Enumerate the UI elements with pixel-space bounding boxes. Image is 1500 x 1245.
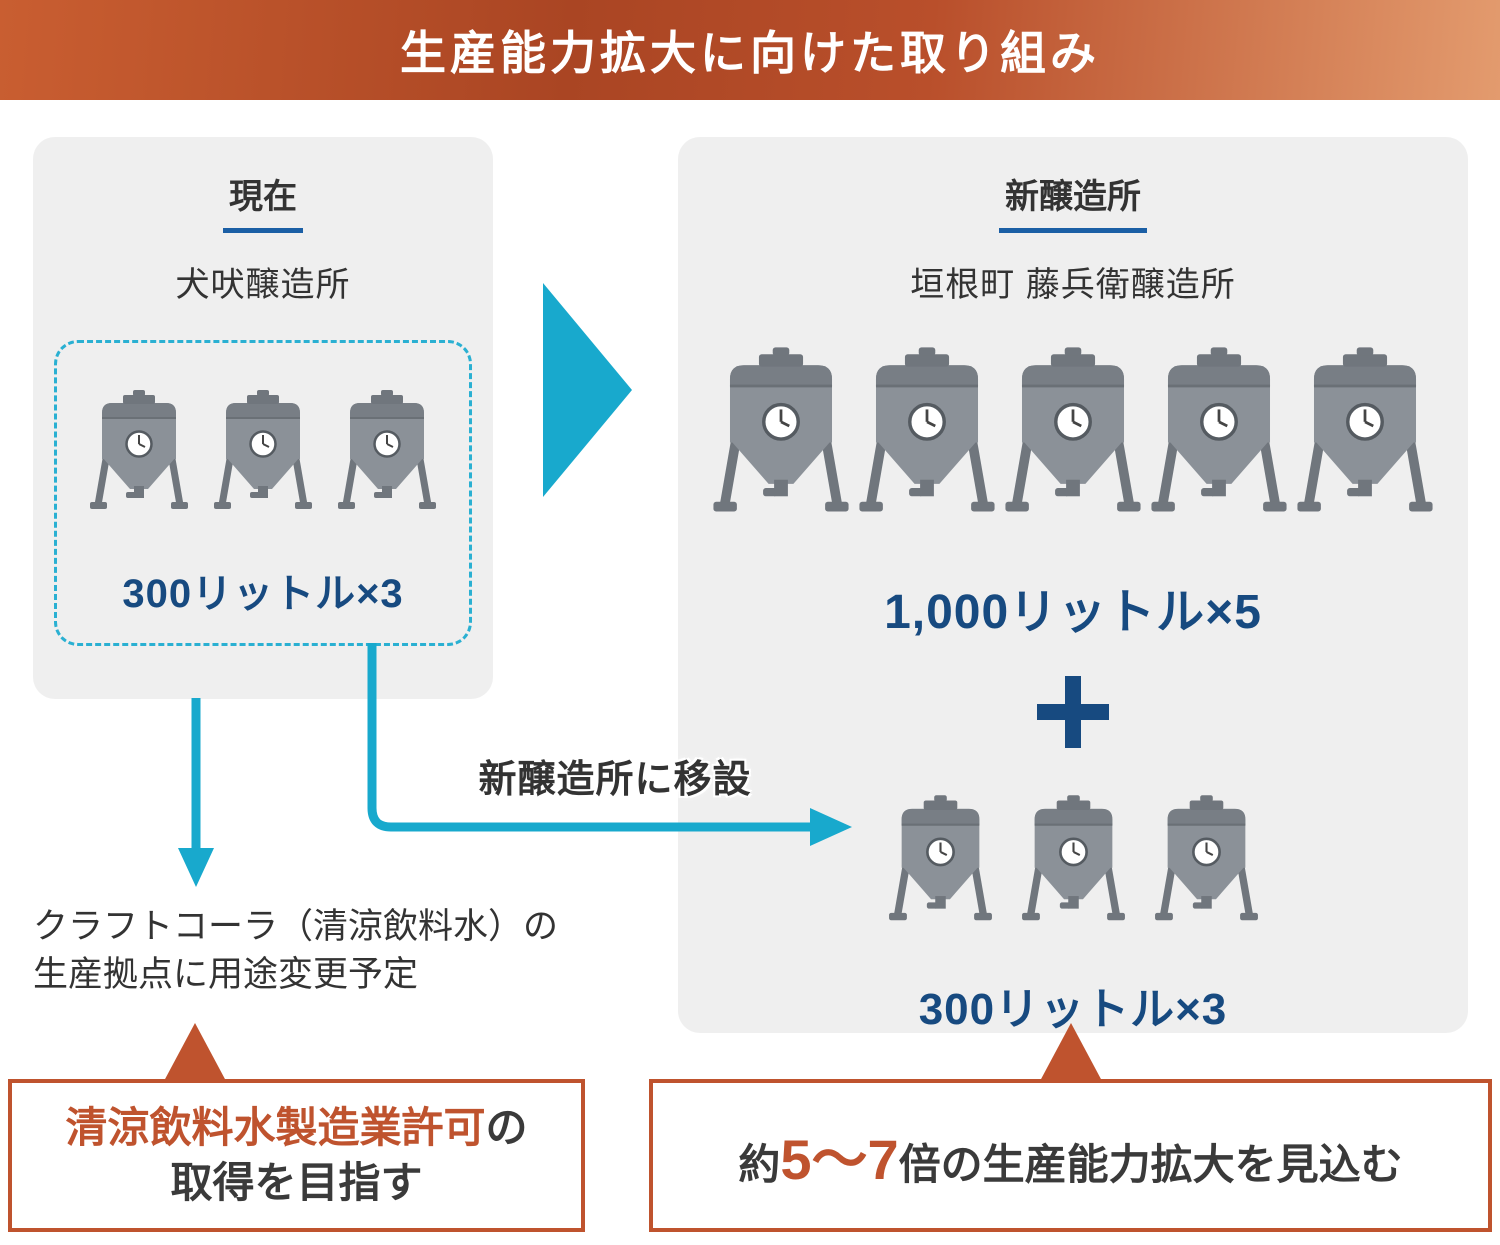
elbow-arrow-right-icon xyxy=(367,643,852,846)
new-large-tank-row xyxy=(678,346,1468,528)
page-title: 生産能力拡大に向けた取り組み xyxy=(400,27,1100,79)
current-label: 現在 xyxy=(223,169,303,233)
license-goal-line1: 清涼飲料水製造業許可の xyxy=(65,1101,527,1156)
fermentation-tank-icon xyxy=(1151,347,1287,512)
repurpose-note: クラフトコーラ（清涼飲料水）の 生産拠点に用途変更予定 xyxy=(33,903,558,1000)
repurpose-note-line1: クラフトコーラ（清涼飲料水）の xyxy=(33,907,559,946)
repurpose-note-line2: 生産拠点に用途変更予定 xyxy=(33,955,419,995)
fermentation-tank-icon xyxy=(214,390,312,509)
license-highlight: 清涼飲料水製造業許可 xyxy=(65,1103,486,1151)
pointer-up-triangle-icon xyxy=(164,1023,226,1081)
license-goal-line2: 取得を目指す xyxy=(170,1158,423,1206)
capacity-highlight: 5〜7 xyxy=(780,1128,899,1191)
pointer-up-triangle-icon xyxy=(1040,1023,1102,1081)
fermentation-tank-icon xyxy=(338,390,436,509)
fermentation-tank-icon xyxy=(1021,795,1125,921)
new-large-capacity: 1,000リットル×5 xyxy=(884,586,1262,639)
new-facility-name: 垣根町 藤兵衛醸造所 xyxy=(910,266,1236,304)
fermentation-tank-icon xyxy=(888,795,992,921)
current-tank-row xyxy=(57,389,469,521)
fermentation-tank-icon xyxy=(1154,795,1258,921)
fermentation-tank-icon xyxy=(859,347,995,512)
current-facility-name: 犬吠醸造所 xyxy=(175,266,351,304)
current-tanks-group: 300リットル×3 xyxy=(54,340,472,646)
new-brewery-panel: 新醸造所 垣根町 藤兵衛醸造所 xyxy=(678,137,1468,1034)
arrow-right-icon xyxy=(543,283,632,497)
fermentation-tank-icon xyxy=(713,347,849,512)
capacity-gain-callout: 約5〜7倍の生産能力拡大を見込む xyxy=(649,1079,1492,1232)
current-capacity: 300リットル×3 xyxy=(122,572,404,616)
license-goal-callout: 清涼飲料水製造業許可の 取得を目指す xyxy=(8,1079,585,1232)
current-panel: 現在 犬吠醸造所 xyxy=(33,137,493,699)
new-small-tank-row xyxy=(678,794,1468,933)
plus-vertical-bar xyxy=(1065,676,1081,748)
capacity-prefix: 約 xyxy=(738,1141,781,1188)
capacity-gain-text: 約5〜7倍の生産能力拡大を見込む xyxy=(738,1115,1402,1196)
fermentation-tank-icon xyxy=(1005,347,1141,512)
new-brewery-label: 新醸造所 xyxy=(999,169,1147,233)
arrow-down-icon xyxy=(178,698,214,887)
title-bar: 生産能力拡大に向けた取り組み xyxy=(0,0,1500,100)
plus-icon xyxy=(1037,676,1109,748)
license-tail: の xyxy=(485,1103,528,1151)
capacity-suffix: 倍の生産能力拡大を見込む xyxy=(898,1141,1403,1188)
fermentation-tank-icon xyxy=(90,390,188,509)
relocation-label: 新醸造所に移設 xyxy=(478,759,752,801)
fermentation-tank-icon xyxy=(1297,347,1433,512)
